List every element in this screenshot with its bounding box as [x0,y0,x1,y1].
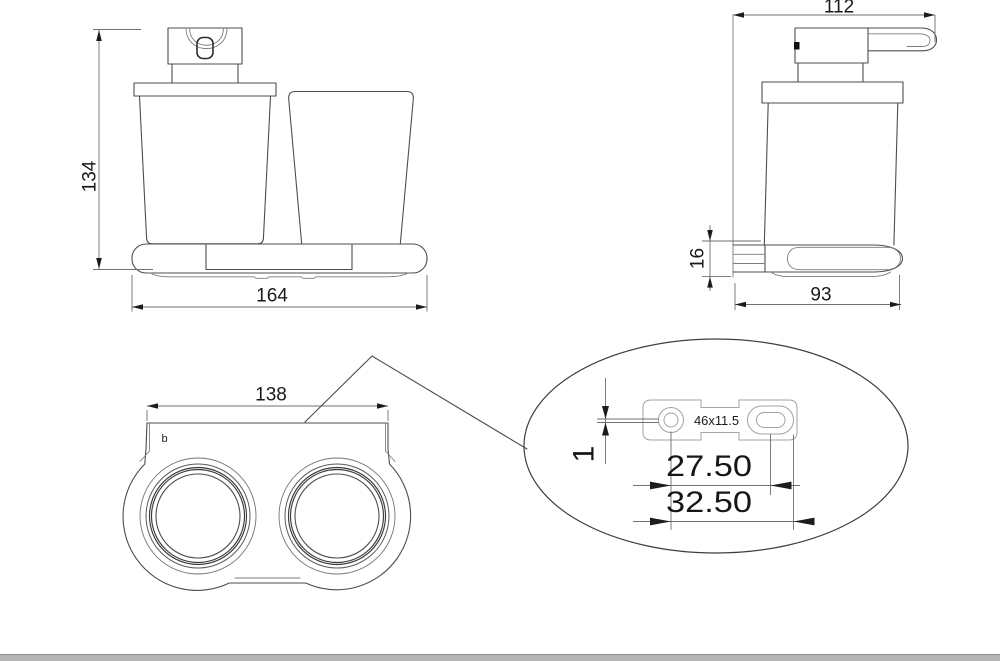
holder-backplate-front [205,244,353,271]
mounting-hole-round [658,407,684,433]
dim-label-134: 134 [80,160,101,192]
dim-label-112: 112 [824,0,854,17]
dim-hole-pitch-2750: 27.50 [633,450,800,490]
holder-pocket-side [787,246,901,271]
dim-label-1: 1 [568,446,601,463]
mounting-bracket-plate: 46x11.5 [642,399,798,441]
dispenser-bottle-front [133,82,277,245]
dim-holder-height-16: 16 [688,225,761,291]
dispenser-pump-side [794,27,938,83]
pump-neck-front [171,63,239,84]
dim-label-3250: 32.50 [666,486,752,519]
dim-label-16: 16 [688,248,709,269]
side-view: 112 16 93 [688,0,938,310]
detail-bubble-ellipse [523,338,909,554]
bottom-scrollbar[interactable] [0,654,1000,661]
dim-label-2750: 27.50 [666,450,752,483]
mounting-hole-slot [747,405,794,435]
holder-outline-plan [122,422,412,591]
glass-tumbler-front [288,90,414,245]
holder-shelf-front [131,243,428,279]
right-cup-rings-plan [278,457,396,575]
dim-label-93: 93 [810,285,831,306]
bottle-collar-front [133,82,277,97]
dim-width-164: 164 [131,275,428,312]
holder-lip-front [150,272,409,279]
dim-depth-93: 93 [734,275,901,310]
dim-slot-pitch-3250: 32.50 [633,486,815,526]
dim-height-134: 134 [80,29,153,270]
slot-size-label: 46x11.5 [694,413,739,428]
bottle-collar-side [761,81,904,104]
front-view: 134 164 [80,27,428,312]
brand-mark-side [794,42,800,50]
dim-width-112: 112 [733,0,936,42]
plan-view: b 138 [122,355,528,591]
pump-lever-side [867,27,938,52]
pump-spout-opening [196,36,214,60]
left-cup-rings-plan [139,457,257,575]
dim-offset-1: 1 [568,378,659,464]
holder-lip-side [770,271,891,278]
detail-view: 46x11.5 1 27.50 32.50 [523,338,909,554]
dim-label-138: 138 [255,385,287,406]
dim-width-138: 138 [146,385,389,421]
dispenser-bottle-side [761,81,904,246]
pump-neck-side [797,62,864,83]
surface-mark-b: b [161,433,167,445]
dim-label-164: 164 [256,286,288,307]
dispenser-pump-front [167,27,243,84]
detail-leader-line [304,355,528,450]
holder-shelf-side [732,244,904,278]
